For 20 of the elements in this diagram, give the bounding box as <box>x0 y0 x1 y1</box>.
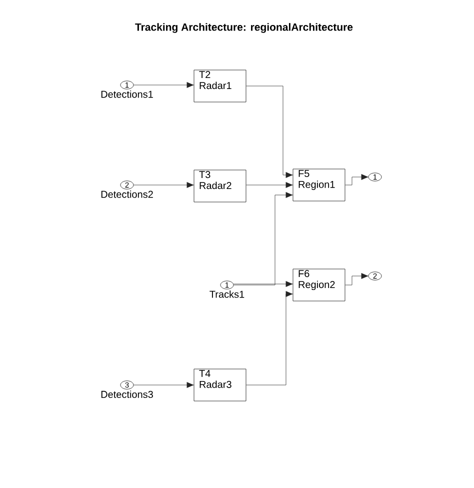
port-label: Detections2 <box>101 190 153 198</box>
arrow <box>234 192 293 286</box>
block-box: T4 Radar3 <box>194 368 246 402</box>
arrow <box>234 281 293 287</box>
block-box: F6 Region2 <box>292 268 346 302</box>
arrow <box>345 174 368 186</box>
arrow <box>134 382 194 388</box>
arrow <box>134 182 194 188</box>
block-box: F5 Region1 <box>292 168 346 202</box>
arrow <box>246 86 293 178</box>
block-box: T3 Radar2 <box>194 170 246 202</box>
diagram-title: Tracking Architecture: regionalArchitecture <box>135 23 353 33</box>
block-box: T2 Radar1 <box>194 70 246 102</box>
arrow <box>246 182 293 188</box>
arrow <box>246 291 293 386</box>
arrow <box>134 82 194 88</box>
port-label: Detections1 <box>101 90 153 98</box>
port-label: Tracks1 <box>210 290 244 298</box>
arrow <box>345 273 368 286</box>
port-label: Detections3 <box>101 390 153 398</box>
